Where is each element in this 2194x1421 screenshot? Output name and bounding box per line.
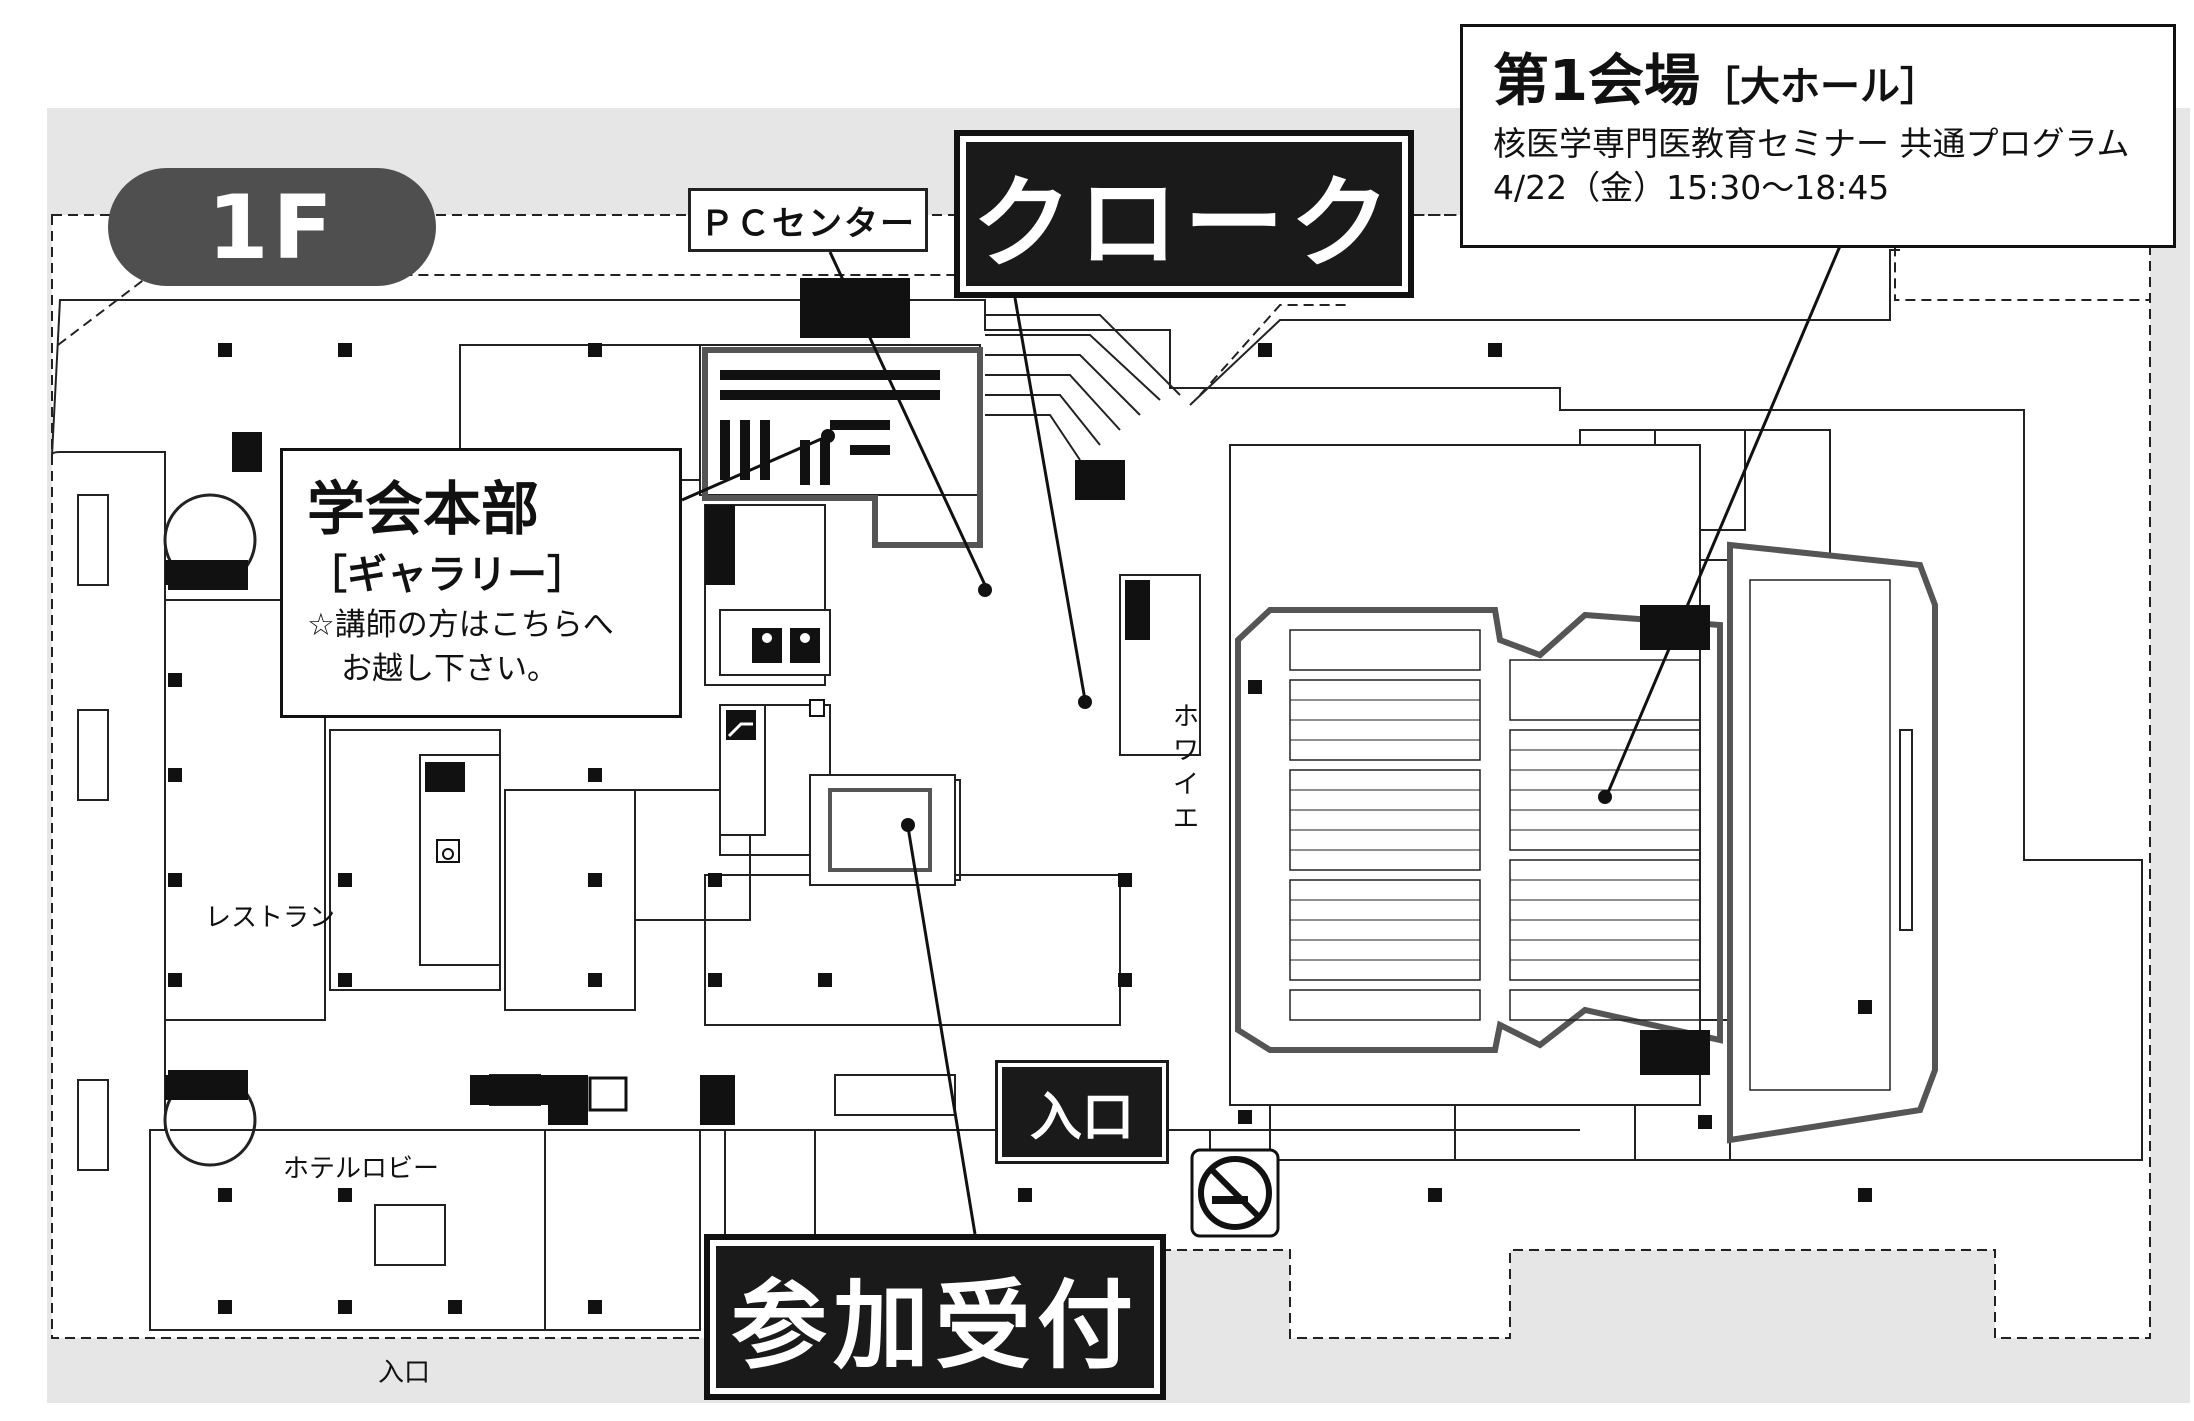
cloak-callout[interactable]: クローク: [954, 130, 1414, 298]
floor-badge: 1F: [108, 168, 436, 286]
restaurant-label: レストラン: [205, 903, 336, 933]
headquarters-note-line1: ☆講師の方はこちらへ: [307, 607, 614, 643]
restroom-icon: [752, 628, 820, 663]
pc-center-room: [702, 347, 983, 548]
telephone-icon: [809, 699, 825, 717]
hotel-lobby-label: ホテルロビー: [283, 1154, 440, 1184]
pc-center-seating: [720, 370, 940, 485]
stage-screen: [1899, 729, 1913, 931]
hall-title: 第1会場: [1493, 49, 1700, 114]
foyer-label: ホワイエ: [1172, 702, 1199, 834]
stage-inner: [1749, 579, 1891, 1091]
leader-lines: [681, 245, 1842, 1235]
column-dark-1: [232, 432, 262, 472]
hall-datetime: 4/22（金）15:30〜18:45: [1493, 168, 1890, 207]
stair-fan: [985, 314, 1181, 461]
hall-title-row: 第1会場［大ホール］: [1493, 47, 2143, 122]
main-entrance-label[interactable]: 入口: [995, 1060, 1169, 1164]
upper-road: [1189, 249, 1900, 406]
stair-block-left-1: [77, 494, 109, 586]
escalator-icon: [726, 710, 756, 740]
headquarters-subtitle: ［ギャラリー］: [307, 552, 587, 598]
stair-block-left-3: [77, 1079, 109, 1171]
pc-center-label[interactable]: ＰＣセンター: [688, 188, 928, 252]
no-smoking-icon: [1190, 1148, 1280, 1238]
stage-outline: [1727, 541, 1938, 1144]
hall-subtitle: ［大ホール］: [1699, 64, 1940, 110]
headquarters-note-line2: お越し下さい。: [341, 651, 558, 687]
reception-callout[interactable]: 参加受付: [704, 1234, 1166, 1400]
reception-label: 参加受付: [716, 1246, 1154, 1388]
main-hall-callout[interactable]: 第1会場［大ホール］ 核医学専門医教育セミナー 共通プログラム 4/22（金）1…: [1460, 24, 2176, 248]
escalator-top-dark: [705, 505, 735, 585]
elevator-icon: [588, 1076, 628, 1112]
wheelchair-icon: [436, 839, 460, 863]
auditorium-shell: [1229, 444, 1701, 1106]
leader-dots: [821, 429, 1612, 832]
cloak-label: クローク: [966, 142, 1402, 286]
structural-columns: [168, 343, 1872, 1314]
auditorium-seating-outline: [1235, 607, 1723, 1053]
headquarters-callout[interactable]: 学会本部 ［ギャラリー］ ☆講師の方はこちらへ お越し下さい。: [280, 448, 682, 718]
hall-program: 核医学専門医教育セミナー 共通プログラム: [1493, 124, 2130, 163]
stair-block-left-2: [77, 709, 109, 801]
reception-counter: [828, 788, 932, 872]
bottom-entrance-label: 入口: [378, 1358, 431, 1388]
headquarters-title: 学会本部: [307, 475, 540, 543]
seat-rows: [1290, 699, 1700, 961]
